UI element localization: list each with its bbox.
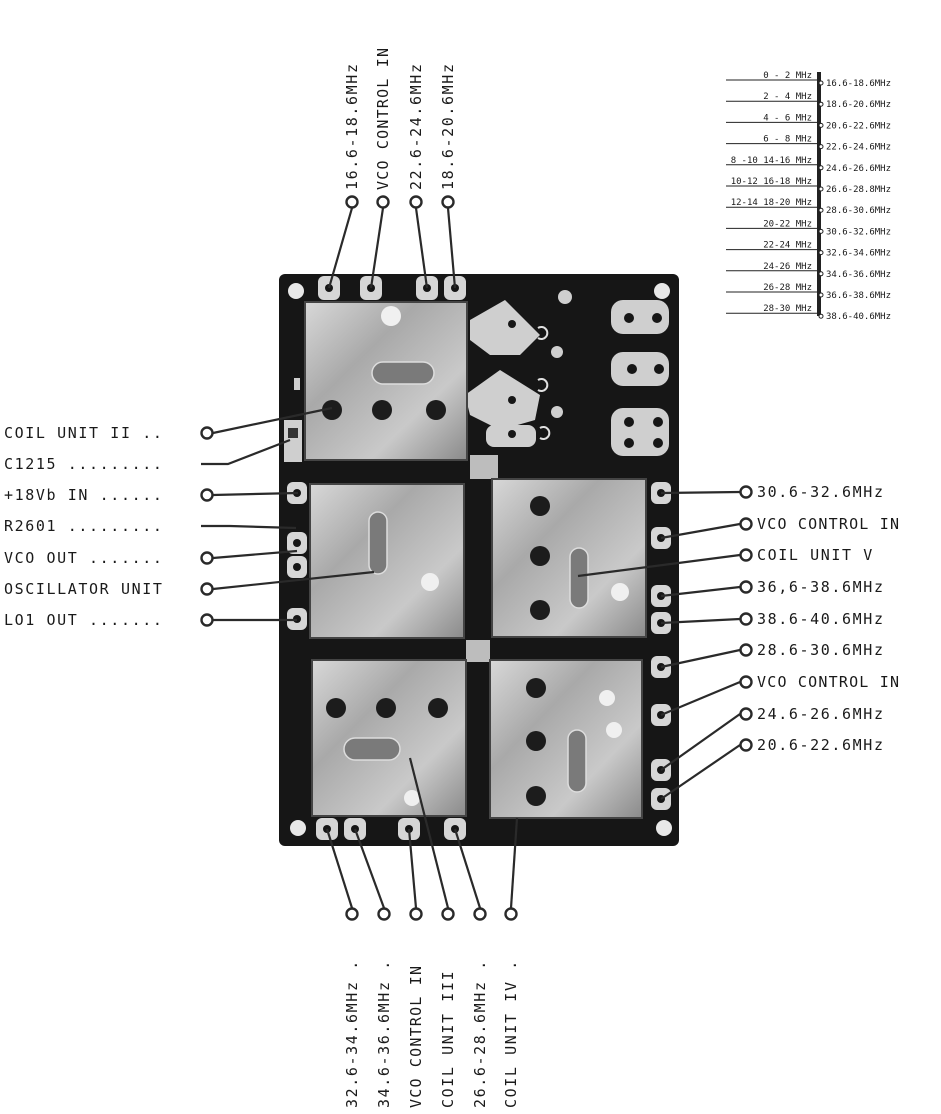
band-vco-label: 20.6-22.6MHz	[826, 121, 891, 131]
label-coil-unit-iii: COIL UNIT III	[439, 970, 457, 1108]
band-row-terminal	[818, 207, 824, 213]
label-top-22-6: 22.6-24.6MHz	[407, 62, 425, 190]
band-range-label: 4 - 6 MHz	[763, 113, 812, 123]
right-labels: 30.6-32.6MHz VCO CONTROL IN COIL UNIT V …	[757, 483, 900, 754]
band-row-terminal	[818, 165, 824, 171]
band-range-label: 22-24 MHz	[763, 241, 812, 251]
label-18vb-in: +18Vb IN ......	[4, 486, 163, 504]
band-vco-label: 18.6-20.6MHz	[826, 100, 891, 110]
band-vco-label: 36.6-38.6MHz	[826, 291, 891, 301]
label-c1215: C1215 .........	[4, 455, 163, 473]
label-top-vco-control-in: VCO CONTROL IN	[374, 47, 392, 190]
terminal-points	[200, 195, 753, 921]
left-labels: COIL UNIT II .. C1215 ......... +18Vb IN…	[4, 424, 163, 629]
label-right-vco-control-in-2: VCO CONTROL IN	[757, 673, 900, 691]
band-row-terminal	[818, 101, 824, 107]
label-bottom-vco-control-in: VCO CONTROL IN	[407, 965, 425, 1108]
band-row-terminal	[818, 271, 824, 277]
band-range-label: 10-12 16-18 MHz	[731, 177, 812, 187]
label-right-30-6: 30.6-32.6MHz	[757, 483, 885, 501]
label-coil-unit-iv: COIL UNIT IV .	[502, 959, 520, 1108]
band-range-label: 20-22 MHz	[763, 219, 812, 229]
label-oscillator-unit: OSCILLATOR UNIT	[4, 580, 163, 598]
band-row-terminal	[818, 228, 824, 234]
band-table-bar	[817, 72, 821, 316]
label-vco-out: VCO OUT .......	[4, 549, 163, 567]
band-row-terminal	[818, 80, 824, 86]
label-bottom-32-6: 32.6-34.6MHz .	[343, 959, 361, 1108]
band-row-terminal	[818, 144, 824, 150]
band-row-terminal	[818, 122, 824, 128]
band-vco-table: 0 - 2 MHz 16.6-18.6MHz 2 - 4 MHz 18.6-20.6M…	[726, 71, 891, 322]
label-bottom-34-6: 34.6-36.6MHz .	[375, 959, 393, 1108]
band-vco-label: 24.6-26.6MHz	[826, 164, 891, 174]
band-range-label: 12-14 18-20 MHz	[731, 198, 812, 208]
pcb-board	[279, 274, 679, 846]
label-right-20-6: 20.6-22.6MHz	[757, 736, 885, 754]
label-top-18-6: 18.6-20.6MHz	[439, 62, 457, 190]
mounting-hole	[288, 283, 304, 299]
shield-can-coil-unit-v	[491, 478, 647, 638]
label-right-24-6: 24.6-26.6MHz	[757, 705, 885, 723]
label-coil-unit-ii: COIL UNIT II ..	[4, 424, 163, 442]
band-range-label: 2 - 4 MHz	[763, 92, 812, 102]
shield-can-oscillator	[309, 483, 465, 639]
label-r2601: R2601 .........	[4, 517, 163, 535]
mounting-hole	[290, 820, 306, 836]
mounting-hole	[656, 820, 672, 836]
band-range-label: 6 - 8 MHz	[763, 135, 812, 145]
bottom-labels: 32.6-34.6MHz . 34.6-36.6MHz . VCO CONTRO…	[343, 959, 520, 1108]
label-bottom-26-6: 26.6-28.6MHz .	[471, 959, 489, 1108]
shield-can-coil-unit-iv	[489, 659, 643, 819]
band-range-label: 0 - 2 MHz	[763, 71, 812, 81]
band-vco-label: 34.6-36.6MHz	[826, 270, 891, 280]
label-top-16-6: 16.6-18.6MHz	[343, 62, 361, 190]
band-row-terminal	[818, 186, 824, 192]
band-vco-label: 32.6-34.6MHz	[826, 249, 891, 259]
label-lo1-out: LO1 OUT .......	[4, 611, 163, 629]
band-range-label: 28-30 MHz	[763, 304, 812, 314]
band-range-label: 8 -10 14-16 MHz	[731, 156, 812, 166]
shield-can-top-left	[304, 301, 468, 461]
band-row-terminal	[818, 313, 824, 319]
shield-can-coil-unit-iii	[311, 659, 467, 817]
band-vco-label: 16.6-18.6MHz	[826, 79, 891, 89]
band-vco-label: 28.6-30.6MHz	[826, 206, 891, 216]
band-vco-label: 26.6-28.8MHz	[826, 185, 891, 195]
band-vco-label: 22.6-24.6MHz	[826, 143, 891, 153]
band-range-label: 24-26 MHz	[763, 262, 812, 272]
band-row-terminal	[818, 292, 824, 298]
band-row-terminal	[818, 250, 824, 256]
band-range-label: 26-28 MHz	[763, 283, 812, 293]
mounting-hole	[654, 283, 670, 299]
label-coil-unit-v: COIL UNIT V	[757, 546, 874, 564]
leader-lines	[201, 207, 741, 909]
band-vco-label: 30.6-32.6MHz	[826, 227, 891, 237]
top-labels: 16.6-18.6MHz VCO CONTROL IN 22.6-24.6MHz…	[343, 47, 457, 190]
label-right-36-6: 36,6-38.6MHz	[757, 578, 885, 596]
label-right-vco-control-in-1: VCO CONTROL IN	[757, 515, 900, 533]
label-right-38-6: 38.6-40.6MHz	[757, 610, 885, 628]
band-vco-label: 38.6-40.6MHz	[826, 312, 891, 322]
label-right-28-6: 28.6-30.6MHz	[757, 641, 885, 659]
